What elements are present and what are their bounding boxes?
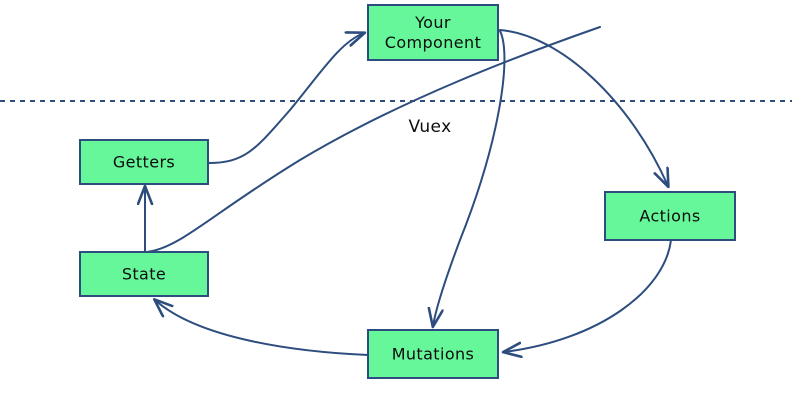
edge-your-component-to-mutations — [433, 30, 506, 326]
node-label-actions: Actions — [639, 207, 700, 226]
vuex-boundary-label: Vuex — [408, 117, 451, 137]
vuex-boundary: Vuex — [0, 100, 792, 137]
node-box-mutations[interactable] — [367, 329, 499, 379]
node-box-getters[interactable] — [79, 139, 209, 185]
node-label-line2-your-component: Component — [385, 33, 482, 52]
node-mutations[interactable]: Mutations — [367, 329, 499, 379]
node-box-your-component[interactable] — [367, 4, 499, 61]
edges-layer — [145, 26, 672, 356]
node-label-mutations: Mutations — [392, 345, 475, 364]
edge-state-to-your-component — [146, 26, 601, 253]
node-getters[interactable]: Getters — [79, 139, 209, 185]
node-box-state[interactable] — [79, 251, 209, 297]
node-label-getters: Getters — [113, 153, 175, 172]
node-state[interactable]: State — [79, 251, 209, 297]
edge-getters-to-your-component — [207, 33, 364, 164]
node-box-actions[interactable] — [604, 191, 736, 241]
edge-mutations-to-state — [155, 300, 369, 356]
node-actions[interactable]: Actions — [604, 191, 736, 241]
edge-your-component-to-actions — [499, 29, 668, 186]
node-label-line1-your-component: Your — [414, 13, 451, 32]
node-label-state: State — [122, 265, 166, 284]
edge-actions-to-mutations — [504, 239, 672, 352]
